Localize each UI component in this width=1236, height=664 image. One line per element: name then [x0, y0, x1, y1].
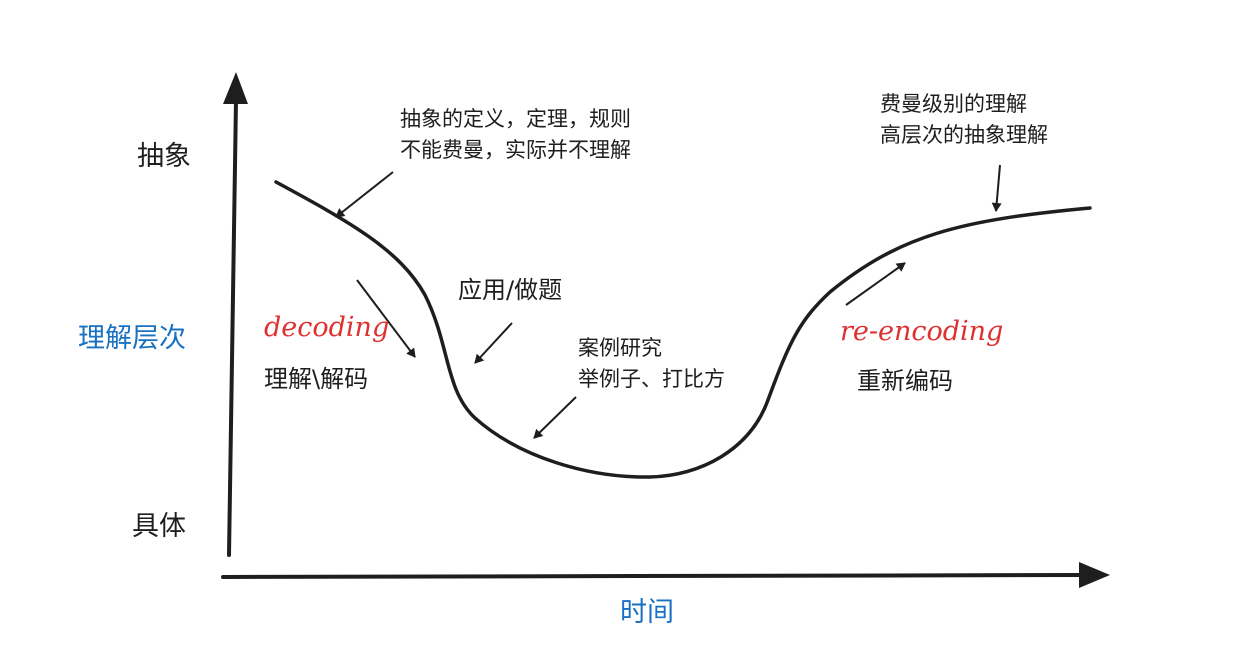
annotation-case-study-line1: 案例研究 — [578, 336, 662, 360]
y-axis-arrowhead — [223, 72, 248, 104]
annotation-feynman-level-line1: 费曼级别的理解 — [880, 92, 1027, 116]
annotation-case-study: 案例研究 举例子、打比方 — [578, 333, 725, 395]
arrow-to-case-study — [533, 396, 577, 439]
decoding-description: 理解\解码 — [264, 365, 369, 393]
annotation-case-study-line2: 举例子、打比方 — [578, 367, 725, 391]
annotation-abstract-definitions-line1: 抽象的定义，定理，规则 — [400, 107, 631, 131]
arrow-to-abstract-definitions — [335, 171, 394, 218]
y-axis-top-label: 抽象 — [137, 141, 191, 172]
arrow-re-encoding-direction — [845, 262, 906, 306]
annotation-abstract-definitions: 抽象的定义，定理，规则 不能费曼，实际并不理解 — [400, 104, 631, 166]
y-axis-title: 理解层次 — [78, 323, 186, 354]
arrow-decoding-direction — [356, 279, 416, 358]
y-axis-line — [227, 98, 238, 557]
y-axis-bottom-label: 具体 — [132, 511, 186, 542]
decoding-term: decoding — [264, 312, 390, 343]
annotation-abstract-definitions-line2: 不能费曼，实际并不理解 — [400, 138, 631, 162]
arrow-to-application — [474, 322, 513, 364]
x-axis-title: 时间 — [620, 597, 674, 628]
understanding-curve — [274, 180, 1092, 479]
annotation-feynman-level: 费曼级别的理解 高层次的抽象理解 — [880, 89, 1048, 151]
x-axis-line — [221, 573, 1084, 579]
arrow-to-feynman-level — [991, 164, 1002, 212]
re-encoding-term: re-encoding — [840, 316, 1004, 347]
re-encoding-description: 重新编码 — [857, 367, 953, 395]
annotation-application: 应用/做题 — [458, 276, 563, 304]
x-axis-arrowhead — [1079, 562, 1110, 588]
annotation-feynman-level-line2: 高层次的抽象理解 — [880, 123, 1048, 147]
